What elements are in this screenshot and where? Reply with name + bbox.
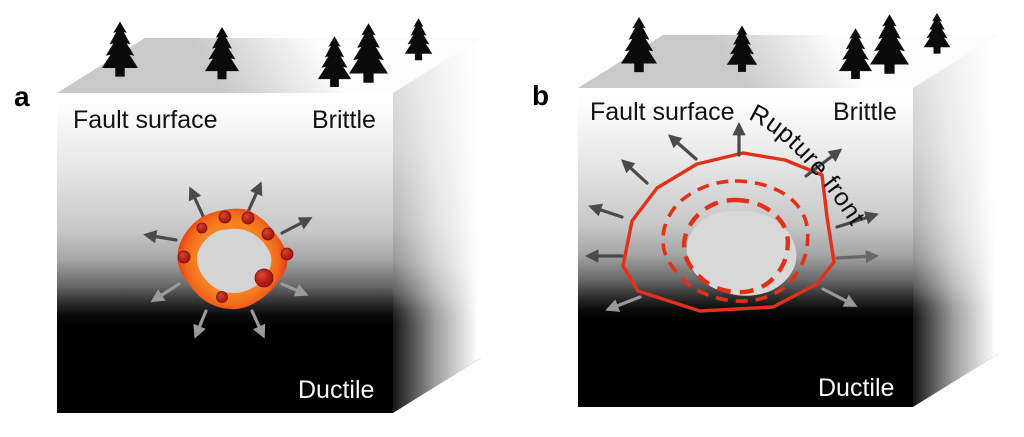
slip-arrow bbox=[605, 295, 642, 312]
fault-surface-label-b: Fault surface bbox=[590, 98, 735, 126]
slip-arrow bbox=[250, 309, 266, 339]
slip-arrow bbox=[835, 211, 879, 229]
rupture-front-contour-inner bbox=[681, 197, 791, 295]
cube-side-face-fade-b bbox=[913, 35, 998, 407]
nucleation-zone bbox=[197, 228, 272, 293]
asperity-icon bbox=[241, 211, 255, 225]
slip-arrow bbox=[280, 282, 309, 297]
panel-label-a: a bbox=[14, 81, 30, 112]
slip-arrow bbox=[193, 309, 208, 339]
asperity-icon bbox=[218, 210, 232, 224]
asperity-icon bbox=[216, 291, 228, 303]
panel-a-group: a Fault surface Brittle Ductile bbox=[14, 18, 481, 413]
ductile-label-b: Ductile bbox=[818, 374, 894, 402]
slip-arrow bbox=[143, 229, 178, 244]
slip-arrow bbox=[150, 282, 181, 303]
panel-b-group: b Fault surface Brittle Ductile Rupture … bbox=[532, 13, 998, 407]
slip-arrow bbox=[821, 287, 858, 307]
cube-side-face-fade-a bbox=[393, 38, 481, 413]
brittle-label-b: Brittle bbox=[833, 98, 897, 126]
slip-arrows-a bbox=[143, 181, 313, 339]
asperity-icon bbox=[196, 222, 208, 234]
slip-arrow bbox=[804, 148, 843, 178]
slip-arrow bbox=[835, 249, 880, 264]
asperity-icon bbox=[177, 250, 191, 264]
ruptured-zone-blob bbox=[686, 211, 797, 296]
slip-arrow bbox=[667, 134, 698, 161]
slip-arrow bbox=[280, 217, 313, 235]
slip-arrows-b bbox=[584, 121, 880, 312]
rupture-front-contour-middle bbox=[661, 179, 810, 303]
rupture-front-contour-outer bbox=[621, 151, 836, 313]
slip-arrow bbox=[621, 159, 649, 185]
panel-label-b: b bbox=[532, 80, 549, 111]
asperities-a bbox=[177, 210, 294, 303]
slip-arrow bbox=[188, 186, 206, 220]
brittle-label-a: Brittle bbox=[312, 106, 376, 134]
asperity-icon bbox=[254, 268, 274, 288]
ductile-label-a: Ductile bbox=[298, 376, 374, 404]
asperity-icon bbox=[280, 247, 294, 261]
slip-arrow bbox=[588, 203, 624, 219]
asperity-icon bbox=[261, 227, 275, 241]
fault-surface-label-a: Fault surface bbox=[73, 106, 218, 134]
slip-arrow bbox=[246, 181, 263, 214]
